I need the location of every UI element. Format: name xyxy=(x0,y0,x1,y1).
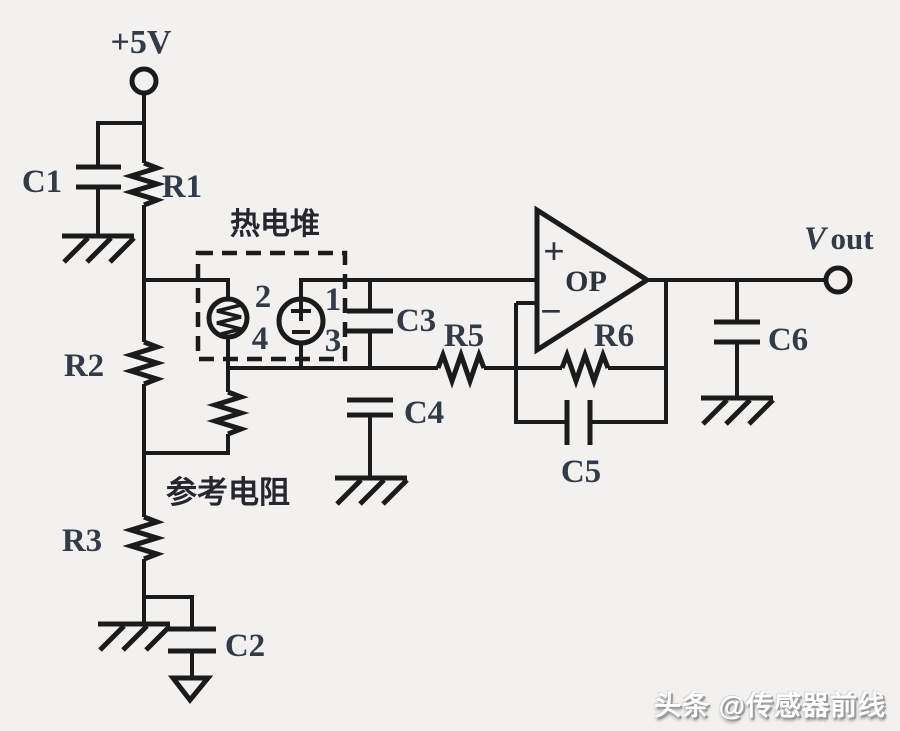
r6-resistor xyxy=(559,347,611,389)
r1-label: R1 xyxy=(162,169,202,205)
c3-capacitor xyxy=(347,308,393,334)
pin1-label: 1 xyxy=(325,282,342,318)
watermark: 头条 @传感器前线 xyxy=(654,691,886,721)
pin3-label: 3 xyxy=(325,323,342,359)
r5-resistor xyxy=(435,347,487,389)
pin4-label: 4 xyxy=(252,321,269,357)
r6-label: R6 xyxy=(594,318,634,354)
r2-resistor xyxy=(122,339,166,387)
c4-label: C4 xyxy=(404,395,444,431)
c2-capacitor xyxy=(168,626,216,654)
r5-label: R5 xyxy=(444,318,484,354)
c1-ground-icon xyxy=(62,236,134,262)
c4-ground-icon xyxy=(335,478,407,504)
voltage-source-plus-icon xyxy=(291,301,311,321)
thermopile-box xyxy=(195,250,348,362)
c6-label: C6 xyxy=(768,322,808,358)
r3-resistor xyxy=(122,514,166,562)
vout-label-out: out xyxy=(830,221,874,256)
c4-capacitor xyxy=(347,397,393,418)
opamp-minus-label: − xyxy=(540,291,562,333)
r3-label: R3 xyxy=(62,523,102,559)
c6-capacitor xyxy=(714,319,760,345)
c3-label: C3 xyxy=(396,303,436,339)
thermopile-label: 热电堆 xyxy=(230,208,320,241)
opamp-triangle xyxy=(534,205,652,355)
thermistor-symbol xyxy=(206,296,250,340)
wires xyxy=(96,93,826,678)
c2-ground-triangle-icon xyxy=(167,675,214,705)
c5-capacitor xyxy=(564,400,593,445)
c6-ground-icon xyxy=(701,398,773,424)
reference-resistor-label: 参考电阻 xyxy=(166,475,290,510)
r2-label: R2 xyxy=(64,348,104,384)
thermistor-zigzag xyxy=(216,303,242,336)
r1-resistor xyxy=(122,160,166,208)
opamp-label: OP xyxy=(565,265,607,298)
r3-ground-icon xyxy=(98,624,170,650)
power-label: +5V xyxy=(111,24,172,61)
pin2-label: 2 xyxy=(255,279,272,315)
c1-capacitor xyxy=(76,164,121,190)
reference-resistor xyxy=(206,389,250,437)
opamp-plus-label: + xyxy=(543,231,565,273)
vout-terminal xyxy=(823,265,853,295)
vout-label-v: V xyxy=(804,221,829,257)
c5-label: C5 xyxy=(561,454,601,490)
voltage-source-symbol xyxy=(276,296,326,346)
c1-label: C1 xyxy=(22,164,62,200)
power-terminal xyxy=(129,66,159,96)
c2-label: C2 xyxy=(225,628,265,664)
